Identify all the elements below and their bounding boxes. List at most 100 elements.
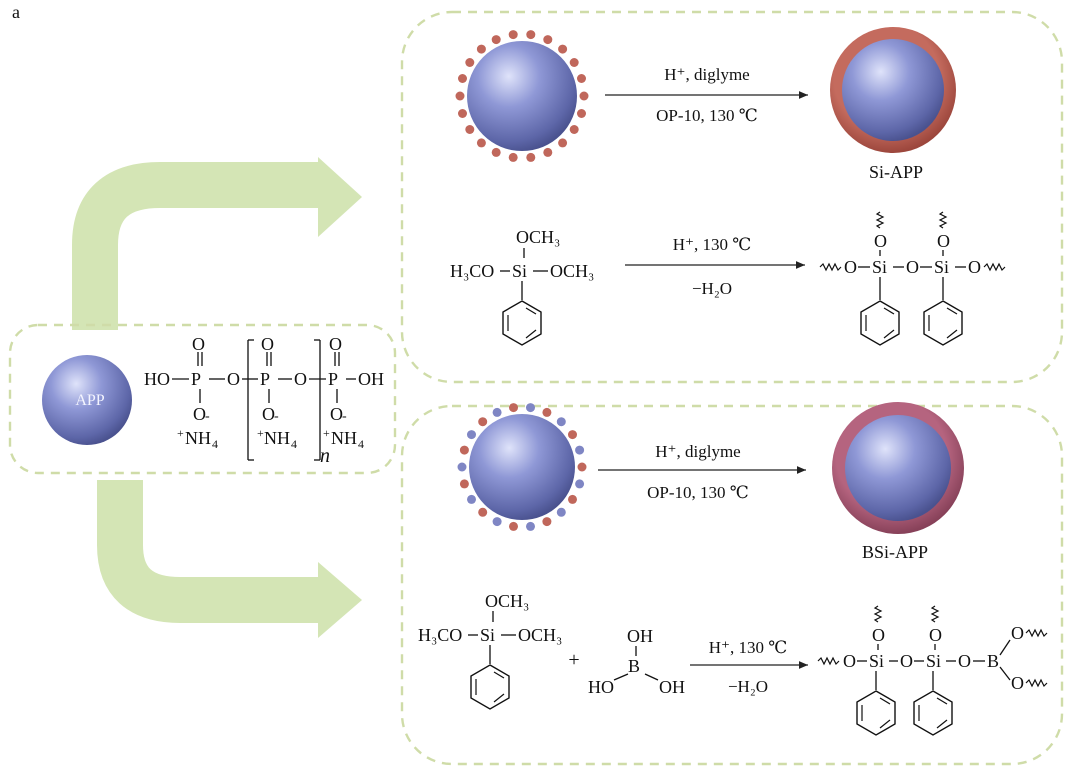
- bottom-silane: OCH₃ H₃CO Si OCH₃: [418, 591, 562, 710]
- top-r1-reagent-bottom: OP-10, 130 ℃: [656, 106, 758, 125]
- surface-dot: [458, 74, 467, 83]
- boric-acid: OH B HO OH: [588, 626, 685, 697]
- app-sphere-label: APP: [75, 392, 104, 409]
- bot-poly-b-o-up: O: [1011, 623, 1024, 643]
- panel-label: a: [12, 2, 20, 22]
- app-minus3: -: [342, 409, 347, 424]
- surface-dot: [509, 521, 518, 531]
- app-p2: P: [260, 369, 270, 389]
- green-arrow-down: [97, 480, 362, 638]
- surface-dot: [526, 403, 535, 413]
- surface-dot: [569, 58, 579, 67]
- app-nh4-plus3: +: [323, 426, 330, 440]
- top-poly-o-up2: O: [937, 231, 950, 251]
- bot-poly-o2: O: [900, 651, 913, 671]
- app-minus2: -: [274, 409, 279, 424]
- app-o-top1: O: [192, 334, 205, 354]
- app-nh4-plus1: +: [177, 426, 184, 440]
- top-polysiloxane: O Si O O Si O O: [819, 211, 1006, 346]
- bottom-borosiloxane: O Si O O Si O O B O O: [817, 605, 1048, 736]
- surface-dot: [508, 152, 518, 162]
- app-o-minus3: O: [330, 404, 343, 424]
- top-silane-och3-top: OCH₃: [516, 227, 560, 247]
- app-p1: P: [191, 369, 201, 389]
- top-poly-o-up1: O: [874, 231, 887, 251]
- surface-dot: [509, 403, 518, 413]
- surface-dot: [558, 138, 568, 148]
- bot-poly-o-up1: O: [872, 625, 885, 645]
- top-poly-si2: Si: [934, 257, 949, 277]
- surface-dot: [465, 58, 475, 67]
- top-r2-reagent-top: H⁺, 130 ℃: [673, 235, 752, 254]
- surface-dot: [458, 109, 467, 118]
- green-arrow-up: [72, 157, 362, 330]
- bot-poly-o1: O: [843, 651, 856, 671]
- top-poly-o3: O: [968, 257, 981, 277]
- si-app-core: [842, 39, 944, 141]
- bsi-app-core: [845, 415, 951, 521]
- surface-dot: [508, 30, 518, 40]
- app-nh4-sub3: 4: [358, 437, 364, 451]
- app-n: n: [320, 445, 330, 467]
- app-nh4-sub2: 4: [291, 437, 297, 451]
- surface-dot: [575, 445, 585, 455]
- bottom-panel: [400, 404, 1064, 766]
- top-silane-h3co: H₃CO: [450, 261, 494, 281]
- app-o-minus1: O: [193, 404, 206, 424]
- surface-dot: [492, 407, 502, 417]
- surface-dot: [476, 138, 486, 148]
- boric-oh-right: OH: [659, 677, 685, 697]
- boric-ho: HO: [588, 677, 614, 697]
- surface-dot: [568, 430, 577, 440]
- surface-dot: [543, 35, 553, 45]
- surface-dot: [459, 479, 469, 489]
- surface-dot: [568, 494, 577, 504]
- bottom-silane-och3-right: OCH₃: [518, 625, 562, 645]
- bot-poly-o3: O: [958, 651, 971, 671]
- bottom-r1-reagent-bottom: OP-10, 130 ℃: [647, 483, 749, 502]
- app-nh4-1: NH: [185, 428, 211, 448]
- surface-dot: [491, 35, 501, 45]
- surface-dot: [459, 445, 469, 455]
- app-structure: HO P O O - + NH 4 O P O O - + NH 4 O n: [144, 334, 384, 467]
- app-o-top3: O: [329, 334, 342, 354]
- bot-poly-o-up2: O: [929, 625, 942, 645]
- app-panel: [8, 323, 397, 475]
- top-r2-reagent-bottom: −H₂O: [692, 279, 732, 298]
- surface-dot: [526, 152, 536, 162]
- app-minus1: -: [205, 409, 210, 424]
- top-dotted-sphere: [455, 30, 589, 162]
- surface-dot: [467, 494, 476, 504]
- surface-dot: [455, 91, 465, 101]
- bot-poly-b: B: [987, 651, 999, 671]
- app-nh4-3: NH: [331, 428, 357, 448]
- surface-dot: [492, 517, 502, 527]
- surface-dot: [556, 417, 566, 427]
- app-nh4-plus2: +: [257, 426, 264, 440]
- bottom-r2-reagent-bottom: −H₂O: [728, 677, 768, 696]
- top-poly-si1: Si: [872, 257, 887, 277]
- top-poly-o1: O: [844, 257, 857, 277]
- surface-dot: [526, 521, 535, 531]
- top-r1-reagent-top: H⁺, diglyme: [664, 65, 749, 84]
- top-panel: [400, 10, 1064, 384]
- surface-dot: [569, 125, 579, 134]
- surface-dot: [526, 30, 536, 40]
- app-ho: HO: [144, 369, 170, 389]
- surface-dot: [556, 507, 566, 517]
- surface-dot: [542, 517, 552, 527]
- bot-poly-si2: Si: [926, 651, 941, 671]
- surface-dot: [542, 407, 552, 417]
- app-o-minus2: O: [262, 404, 275, 424]
- app-nh4-sub1: 4: [212, 437, 218, 451]
- bottom-r1-reagent-top: H⁺, diglyme: [655, 442, 740, 461]
- bottom-silane-h3co: H₃CO: [418, 625, 462, 645]
- surface-dot: [491, 147, 501, 157]
- surface-dot: [478, 507, 488, 517]
- app-o-top2: O: [261, 334, 274, 354]
- surface-dot: [577, 74, 586, 83]
- surface-dot: [457, 462, 467, 472]
- bottom-r2-reagent-top: H⁺, 130 ℃: [709, 638, 788, 657]
- app-sphere: [42, 355, 132, 445]
